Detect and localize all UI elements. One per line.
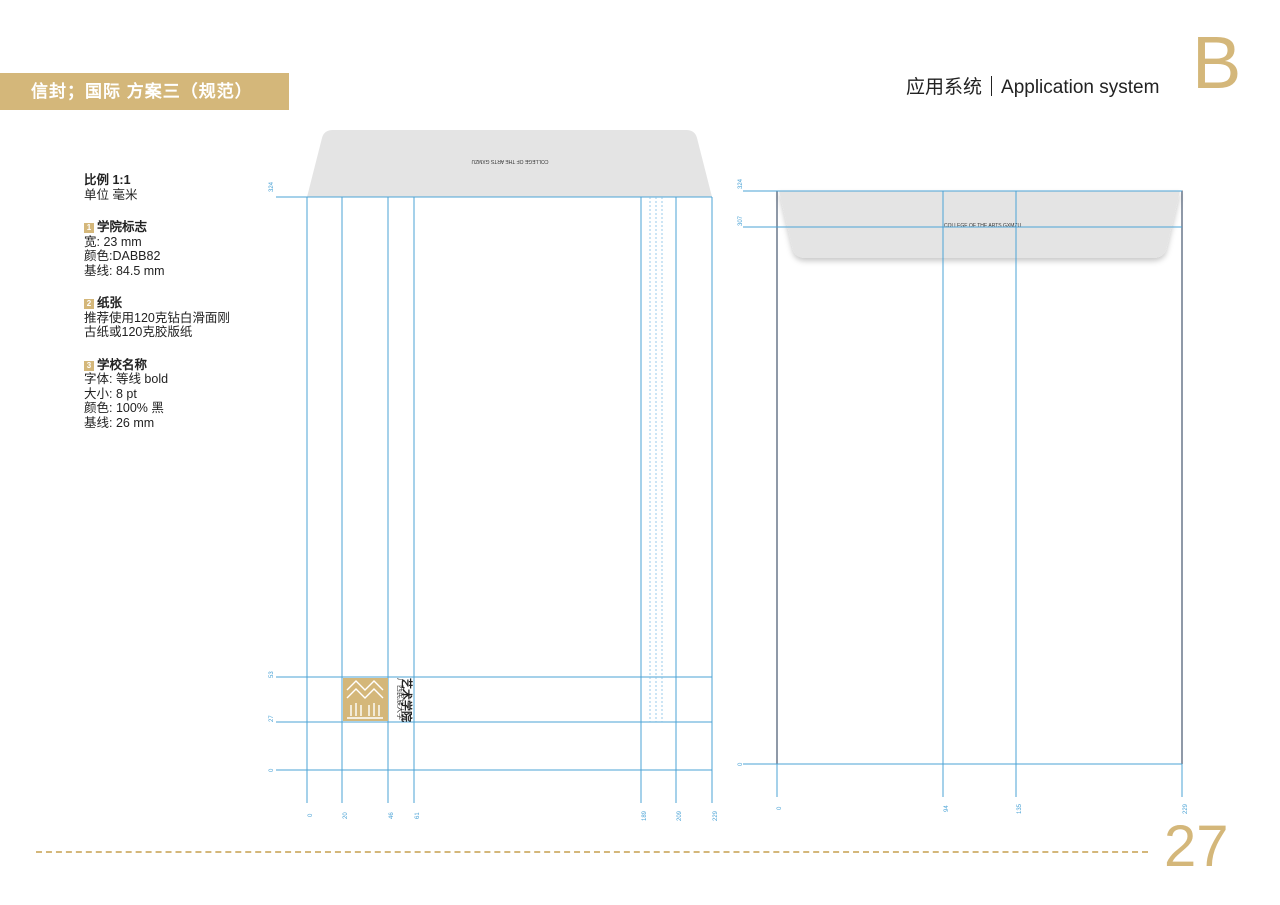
x-tick: 46 (389, 812, 395, 819)
spec-number-badge: 1 (84, 223, 94, 233)
back-flap (779, 191, 1180, 258)
back-y-ticks: 324 307 0 (738, 178, 744, 766)
spec-number-badge: 3 (84, 360, 94, 371)
logo-cn-main: 艺术学院 (400, 678, 414, 722)
x-tick: 229 (1183, 803, 1189, 814)
x-tick: 209 (677, 810, 683, 821)
y-tick: 0 (269, 768, 275, 772)
y-tick: 27 (269, 715, 275, 722)
x-tick: 20 (343, 812, 349, 819)
app-system-cn: 应用系统 (906, 77, 983, 98)
y-tick: 0 (738, 762, 744, 766)
spec-line: 基线: 84.5 mm (84, 263, 165, 278)
x-tick: 0 (308, 813, 314, 817)
app-system-heading: 应用系统 Application system (906, 72, 1159, 99)
back-x-ticks: 0 94 135 229 (777, 803, 1189, 814)
section-letter: B (1192, 21, 1242, 104)
spec-line: 颜色: 100% 黑 (84, 401, 164, 415)
logo-cn-top: 广西民族大学 (396, 678, 405, 720)
front-x-ticks: 0 20 46 61 189 209 229 (308, 810, 719, 821)
spec-line: 颜色:DABB82 (84, 249, 161, 263)
back-guides (743, 190, 1183, 797)
app-system-en: Application system (1001, 77, 1160, 98)
y-tick: 324 (269, 181, 275, 192)
footer-dashed-line (36, 851, 1148, 853)
y-tick: 53 (269, 671, 275, 678)
y-tick: 307 (738, 215, 744, 226)
x-tick: 135 (1017, 803, 1023, 814)
logo-emblem-icon (343, 678, 388, 721)
section-title: 信封；国际 方案三（规范） (0, 73, 289, 110)
spec-line: 宽: 23 mm (84, 234, 142, 249)
spec-line: 推荐使用120克钻白滑面刚 (84, 310, 230, 325)
scale-block: 比例 1:1 单位 毫米 (84, 173, 304, 202)
back-envelope-body (776, 190, 1183, 765)
front-guides (276, 196, 713, 803)
x-tick: 189 (642, 810, 648, 821)
spec-line: 大小: 8 pt (84, 386, 137, 401)
page-number: 27 (1164, 814, 1229, 879)
scale-label: 比例 1:1 (84, 173, 131, 187)
spec-number-badge: 2 (84, 299, 94, 309)
unit-label: 单位 毫米 (84, 187, 138, 202)
separator (991, 76, 993, 96)
front-flap (307, 130, 712, 197)
x-tick: 61 (415, 812, 421, 819)
x-tick: 0 (777, 806, 783, 810)
spec-line: 古纸或120克胶版纸 (84, 325, 193, 339)
back-envelope: COLLEGE OF THE ARTS GXMZU 324 307 0 0 94… (738, 178, 1189, 814)
back-flap-text: COLLEGE OF THE ARTS GXMZU (944, 223, 1021, 229)
x-tick: 94 (944, 805, 950, 812)
front-dashed-guides (649, 197, 663, 722)
front-y-ticks: 324 53 27 0 (269, 181, 275, 772)
x-tick: 229 (713, 810, 719, 821)
front-envelope: COLLEGE OF THE ARTS GXMZU (269, 130, 719, 821)
college-logo: 广西民族大学 艺术学院 (343, 678, 414, 722)
front-flap-text: COLLEGE OF THE ARTS GXMZU (471, 158, 548, 164)
spec-line: 基线: 26 mm (84, 415, 155, 430)
y-tick: 324 (738, 178, 744, 189)
spec-line: 字体: 等线 bold (84, 372, 169, 386)
